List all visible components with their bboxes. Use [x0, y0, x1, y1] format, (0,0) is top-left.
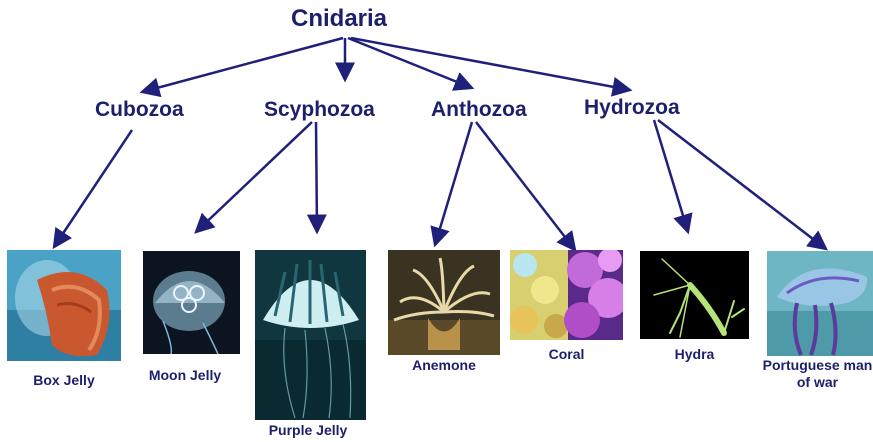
purple-jelly-photo — [255, 250, 366, 420]
caption-moon-jelly: Moon Jelly — [133, 367, 237, 384]
class-node-anthozoa: Anthozoa — [431, 99, 527, 120]
caption-hydra: Hydra — [640, 346, 749, 363]
root-node-cnidaria: Cnidaria — [291, 7, 387, 31]
moon-jelly-photo — [143, 251, 240, 354]
hydra-photo — [640, 251, 749, 339]
arrow-cnidaria-to-anthozoa — [348, 38, 472, 88]
caption-purple-jelly: Purple Jelly — [252, 422, 364, 439]
class-node-scyphozoa: Scyphozoa — [264, 99, 375, 120]
class-node-hydrozoa: Hydrozoa — [584, 97, 680, 118]
arrow-cnidaria-to-hydrozoa — [351, 38, 630, 90]
portuguese-man-of-war-photo — [767, 251, 873, 356]
caption-text-portuguese-man-of-war: Portuguese man of war — [763, 357, 873, 390]
caption-box-jelly: Box Jelly — [7, 372, 121, 389]
caption-portuguese-man-of-war: Portuguese man of war — [762, 357, 873, 391]
arrow-hydrozoa-to-portuguese-man-of-war — [658, 120, 826, 249]
arrow-hydrozoa-to-hydra — [654, 120, 688, 232]
class-node-cubozoa: Cubozoa — [95, 99, 184, 120]
caption-coral: Coral — [510, 346, 623, 363]
coral-photo — [510, 250, 623, 340]
caption-anemone: Anemone — [388, 357, 500, 374]
anemone-photo — [388, 250, 500, 355]
arrow-cubozoa-to-box-jelly — [54, 130, 132, 247]
arrow-scyphozoa-to-moon-jelly — [196, 122, 312, 232]
arrow-scyphozoa-to-purple-jelly — [316, 122, 317, 232]
box-jelly-photo — [7, 250, 121, 361]
arrow-anthozoa-to-coral — [476, 122, 575, 250]
arrow-anthozoa-to-anemone — [435, 122, 472, 245]
arrow-cnidaria-to-cubozoa — [142, 38, 343, 92]
